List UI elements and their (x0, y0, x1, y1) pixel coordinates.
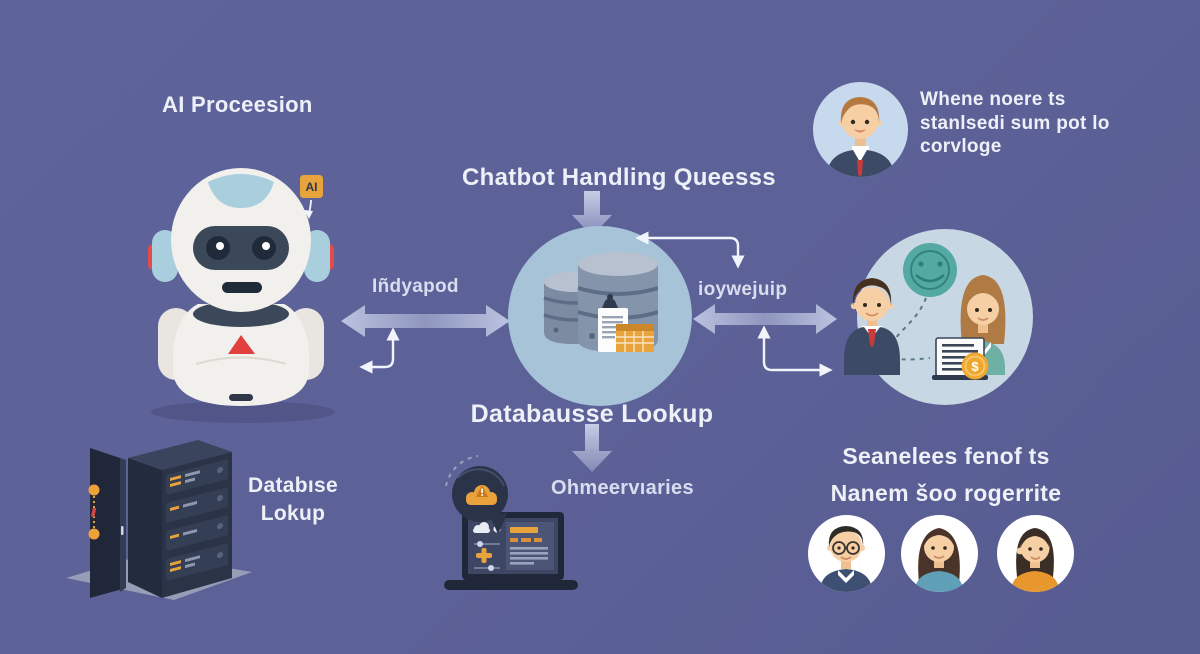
server-door (90, 448, 126, 598)
elbow-arrow-top-right-icon (635, 231, 745, 269)
customer-3-figure (1011, 528, 1059, 592)
ai-badge: AI (300, 175, 323, 219)
dollar-coin-icon: $ (961, 352, 989, 380)
server-connector-dots (88, 484, 100, 540)
customer-avatar-1 (808, 515, 885, 592)
benefits-text: Seanelees fenof ts Nanem šoo rogerrite (806, 438, 1086, 512)
benefits-line1: Seanelees fenof ts (842, 443, 1050, 469)
customer-1-figure (820, 526, 872, 592)
spreadsheet-icon (616, 324, 654, 352)
right-arrow-label: ioywejuip (698, 279, 788, 300)
screen-right-panel (506, 522, 554, 570)
server-tower (128, 440, 232, 598)
callout-line3: corvloge (920, 136, 1002, 157)
screen-left-column (473, 522, 501, 571)
robot-shadow (151, 401, 335, 423)
user-man-figure (844, 278, 900, 375)
callout-line2: stanlsedi sum pot lo (920, 112, 1110, 134)
arrow-robot-database-icon (341, 305, 510, 337)
observe-label: Ohmeervıaries (551, 477, 694, 499)
benefits-line2: Nanem šoo rogerrite (830, 480, 1062, 506)
cloud-warning-icon (466, 485, 497, 505)
svg-text:AI: AI (306, 180, 318, 194)
arrow-database-users-icon (693, 304, 837, 334)
robot-head (148, 168, 334, 312)
elbow-arrow-left-icon (359, 327, 400, 374)
customer-2-figure (915, 528, 963, 592)
elbow-arrow-right-icon (757, 325, 833, 377)
server-rack-illustration (66, 440, 252, 600)
agent-avatar (813, 82, 908, 177)
laptop (444, 512, 578, 590)
customer-avatar-3 (997, 515, 1074, 592)
robot-illustration: AI (148, 168, 335, 423)
chat-smiley-icon (903, 243, 957, 297)
alert-balloon (452, 466, 508, 534)
svg-text:$: $ (971, 359, 979, 374)
callout-line1: Whene noere ts (920, 89, 1066, 110)
server-label-line2: Lokup (260, 502, 326, 525)
database-icon (543, 252, 658, 352)
page-title: AI Proceesion (162, 92, 313, 117)
arrow-down-top-icon (572, 191, 612, 236)
robot-body (158, 301, 324, 406)
server-label-line1: Databıse (248, 474, 338, 497)
left-arrow-label: Iñdyapod (372, 276, 459, 297)
server-label: Databıse Lokup (238, 472, 348, 528)
customer-avatar-2 (901, 515, 978, 592)
robot-chest-triangle (228, 335, 255, 354)
robot-mouth (222, 282, 262, 293)
monitoring-laptop-illustration (444, 455, 578, 590)
users-group-illustration: $ (844, 243, 1006, 380)
callout-text: Whene noere ts stanlsedi sum pot lo corv… (920, 88, 1130, 159)
database-label: Databausse Lookup (470, 400, 714, 428)
agent-avatar-figure (827, 97, 894, 177)
chatbot-heading: Chatbot Handling Queesss (462, 164, 776, 191)
arrow-down-bottom-icon (572, 424, 612, 472)
